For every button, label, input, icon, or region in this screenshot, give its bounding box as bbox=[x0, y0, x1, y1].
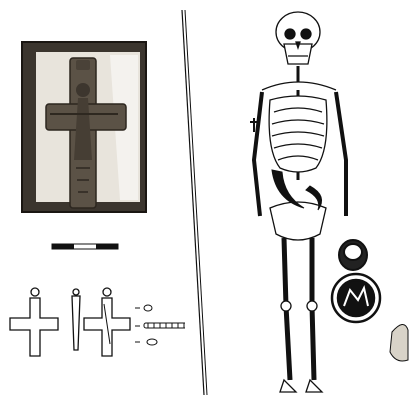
cross-drawing-back bbox=[84, 288, 130, 356]
cross-photo bbox=[22, 42, 146, 212]
cross-drawing-side bbox=[72, 289, 80, 350]
vessel bbox=[339, 240, 367, 270]
cross-drawing-front bbox=[10, 288, 58, 356]
bowl bbox=[332, 274, 380, 322]
skeleton-drawing bbox=[190, 0, 412, 403]
grave-edge-fragment bbox=[390, 324, 408, 361]
burial-plan-panel bbox=[190, 0, 412, 403]
scale-bar bbox=[52, 244, 118, 249]
artifact-panel bbox=[0, 0, 185, 403]
artifact-illustration bbox=[0, 0, 185, 403]
